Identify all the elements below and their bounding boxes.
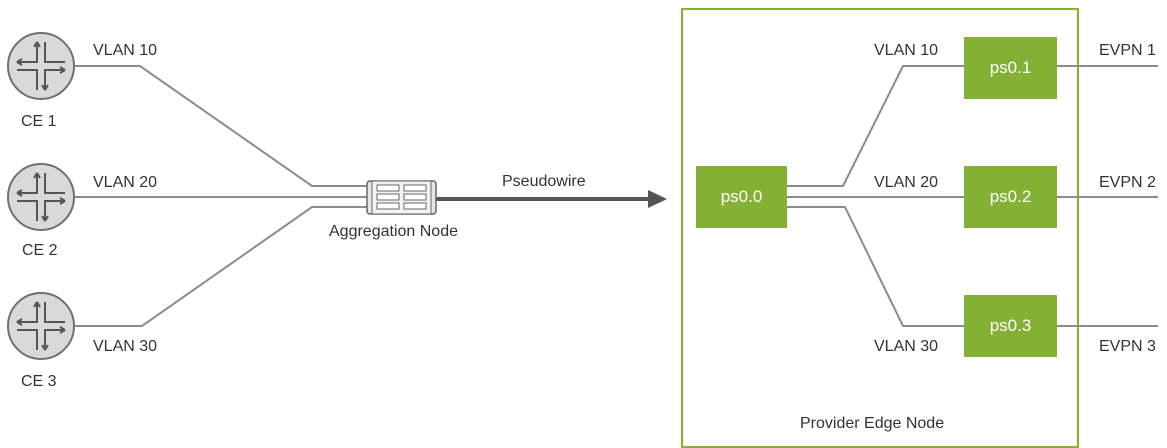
pseudowire-arrowhead [648,190,667,208]
router-icon [7,292,75,360]
evpn3-label: EVPN 3 [1099,338,1156,355]
link-ce3-aggregation [75,206,367,327]
link-ce1-aggregation [75,65,367,187]
router-icon [7,163,75,231]
evpn2-label: EVPN 2 [1099,174,1156,191]
pe-vlan30-label: VLAN 30 [874,338,939,355]
link-ps00-ps03 [787,206,964,327]
aggregation-switch-icon [366,180,437,215]
ce2-vlan-label: VLAN 20 [93,174,158,191]
pseudowire-label: Pseudowire [502,173,586,190]
ce1-vlan-label: VLAN 10 [93,42,158,59]
ce2-label: CE 2 [22,242,58,259]
provider-edge-node-label: Provider Edge Node [800,415,945,432]
ps03-box: ps0.3 [964,295,1057,357]
pe-vlan10-label: VLAN 10 [874,42,939,59]
pe-anchor-box: ps0.0 [696,166,787,228]
pe-vlan20-label: VLAN 20 [874,174,939,191]
ce3-vlan-label: VLAN 30 [93,338,158,355]
evpn1-label: EVPN 1 [1099,42,1156,59]
link-ps00-ps01 [787,65,964,187]
router-icon [7,32,75,100]
ps01-box: ps0.1 [964,37,1057,99]
ps02-box: ps0.2 [964,166,1057,228]
ce1-label: CE 1 [21,113,57,130]
aggregation-node-label: Aggregation Node [329,223,458,240]
ce3-label: CE 3 [21,373,57,390]
